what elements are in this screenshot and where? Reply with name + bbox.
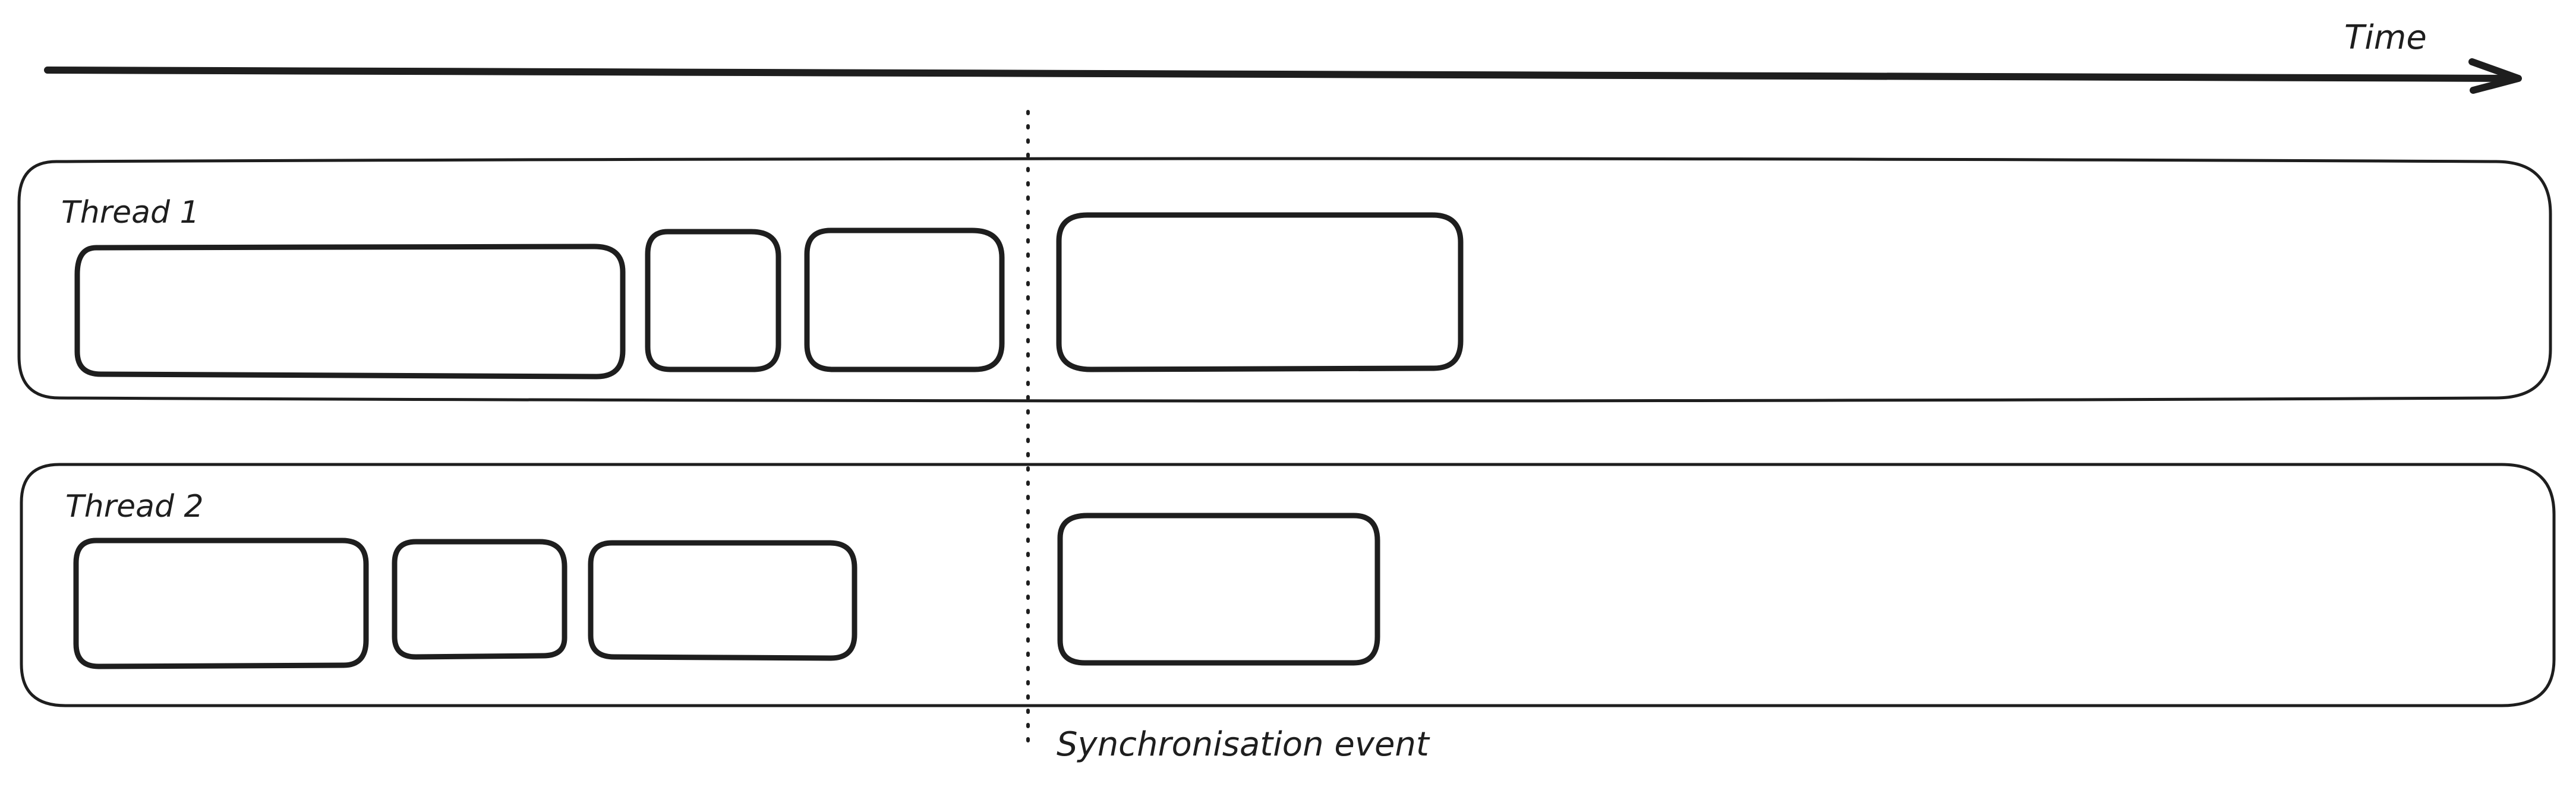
thread-1-task-2 <box>645 229 781 372</box>
thread-lane-2-frame <box>20 460 2556 709</box>
time-axis: Time <box>44 18 2522 94</box>
thread-2-task-2 <box>392 539 567 660</box>
thread-lane-1: Thread 1 <box>17 157 2552 403</box>
thread-1-task-4 <box>1056 212 1464 372</box>
thread-lane-1-label: Thread 1 <box>61 195 200 230</box>
thread-2-task-3 <box>588 540 857 661</box>
sync-event: Synchronisation event <box>1026 110 1430 764</box>
thread-2-task-1 <box>73 538 369 669</box>
thread-lane-2-label: Thread 2 <box>65 489 204 524</box>
thread-lane-2: Thread 2 <box>20 460 2556 709</box>
thread-lane-1-frame <box>17 157 2552 403</box>
time-axis-arrowhead <box>2468 58 2522 94</box>
time-axis-label: Time <box>2344 18 2427 57</box>
thread-1-task-3 <box>804 227 1005 372</box>
time-axis-line <box>44 67 2518 82</box>
thread-2-task-4 <box>1057 513 1380 666</box>
sync-event-label: Synchronisation event <box>1057 725 1430 764</box>
thread-1-task-1 <box>74 244 626 380</box>
